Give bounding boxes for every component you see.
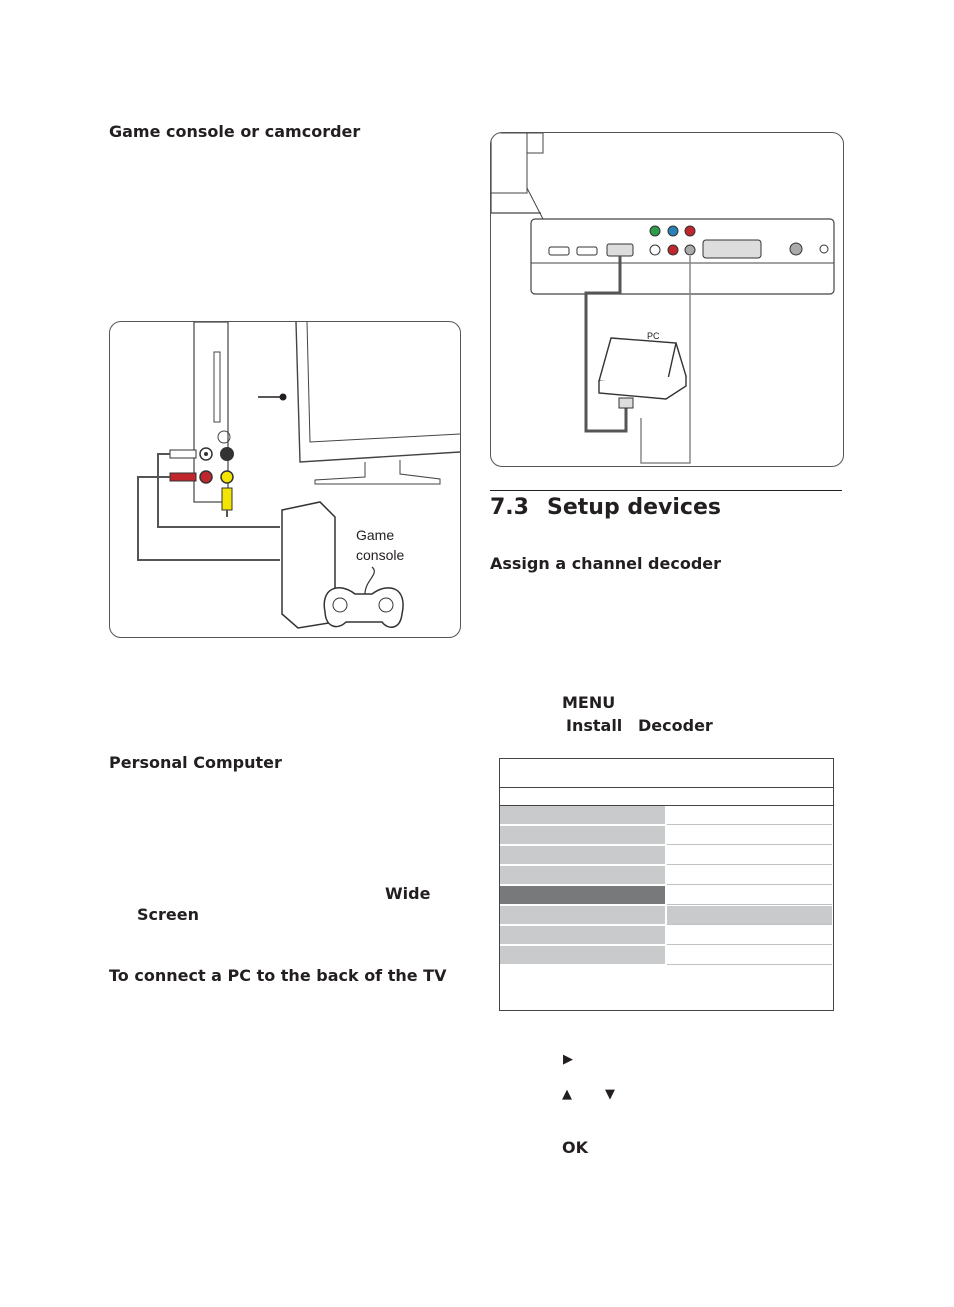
game-console-diagram: Game console: [137, 322, 460, 629]
arrow-up-icon: ▲: [562, 1087, 572, 1102]
menu-row[interactable]: [500, 926, 833, 945]
menu-row[interactable]: [500, 826, 833, 845]
game-label-line2: console: [356, 547, 404, 563]
heading-personal-computer: Personal Computer: [109, 753, 282, 772]
section-title: Setup devices: [547, 495, 721, 520]
heading-connect-pc: To connect a PC to the back of the TV: [109, 966, 447, 985]
menu-row[interactable]: [500, 866, 833, 885]
heading-assign-decoder: Assign a channel decoder: [490, 554, 722, 573]
install-text: Install: [566, 716, 623, 735]
arrow-right-icon: ▶: [563, 1052, 573, 1067]
heading-game-console: Game console or camcorder: [109, 122, 361, 141]
decoder-menu: [499, 758, 834, 1011]
arrow-down-icon: ▼: [605, 1087, 615, 1102]
section-rule: [490, 490, 842, 491]
menu-row[interactable]: [500, 906, 833, 925]
screen-text: Screen: [137, 905, 199, 924]
pc-connection-diagram: PC: [491, 133, 835, 464]
decoder-text: Decoder: [638, 716, 713, 735]
menu-row[interactable]: [500, 946, 833, 965]
pc-label: PC: [647, 331, 660, 341]
ok-key: OK: [562, 1138, 588, 1157]
wide-text: Wide: [385, 884, 431, 903]
game-label-line1: Game: [356, 527, 394, 543]
menu-subheader: [500, 788, 833, 806]
menu-key: MENU: [562, 693, 616, 712]
menu-row[interactable]: [500, 846, 833, 865]
menu-row[interactable]: [500, 806, 833, 825]
menu-row-selected[interactable]: [500, 886, 833, 905]
section-number: 7.3: [490, 495, 529, 520]
menu-header: [500, 759, 833, 788]
figure-pc-connection: PC: [490, 132, 844, 467]
figure-game-console: Game console: [109, 321, 461, 638]
